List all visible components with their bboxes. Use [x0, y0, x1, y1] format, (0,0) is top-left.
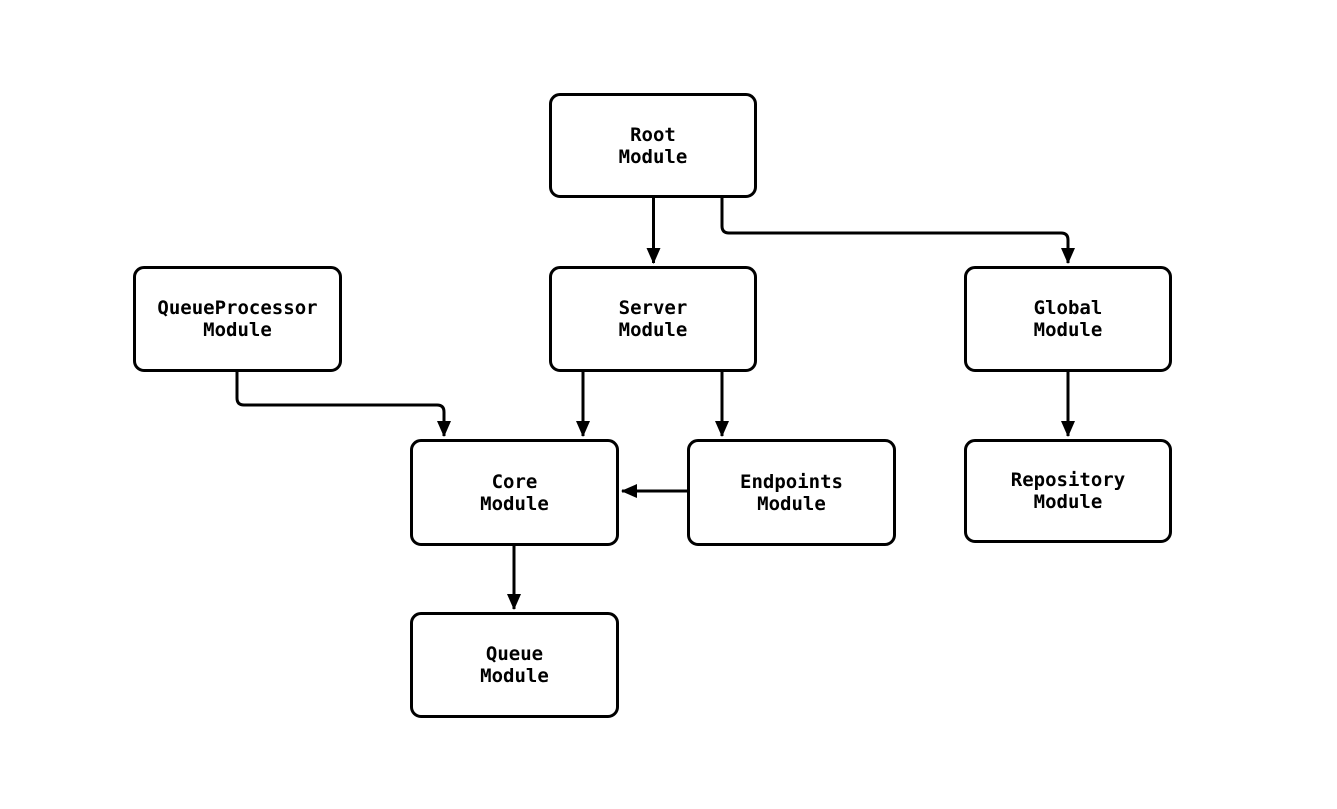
- node-label: Global: [1033, 297, 1103, 319]
- node-label: Endpoints: [740, 470, 843, 493]
- node-label: Module: [480, 665, 549, 687]
- node-label: Module: [757, 492, 826, 515]
- node-label: QueueProcessor: [157, 297, 318, 319]
- node-label: Module: [1033, 319, 1103, 341]
- edge-queueprocessor-to-core: [235, 372, 451, 437]
- node-core-module: Core Module: [410, 439, 619, 546]
- node-endpoints-module: Endpoints Module: [687, 439, 896, 546]
- edge-root-to-global: [720, 198, 1075, 264]
- node-label: Module: [480, 492, 549, 515]
- node-label: Module: [203, 319, 272, 341]
- node-label: Module: [618, 145, 688, 168]
- node-label: Module: [1033, 491, 1103, 513]
- node-server-module: Server Module: [549, 266, 757, 372]
- node-root-module: Root Module: [549, 93, 757, 198]
- node-label: Module: [618, 319, 688, 341]
- node-global-module: Global Module: [964, 266, 1172, 372]
- node-label: Root: [630, 123, 676, 146]
- node-label: Core: [491, 470, 538, 493]
- node-repository-module: Repository Module: [964, 439, 1172, 543]
- node-queueprocessor-module: QueueProcessor Module: [133, 266, 342, 372]
- node-label: Server: [618, 297, 688, 319]
- node-queue-module: Queue Module: [410, 612, 619, 718]
- node-label: Queue: [485, 643, 544, 665]
- node-label: Repository: [1010, 469, 1126, 491]
